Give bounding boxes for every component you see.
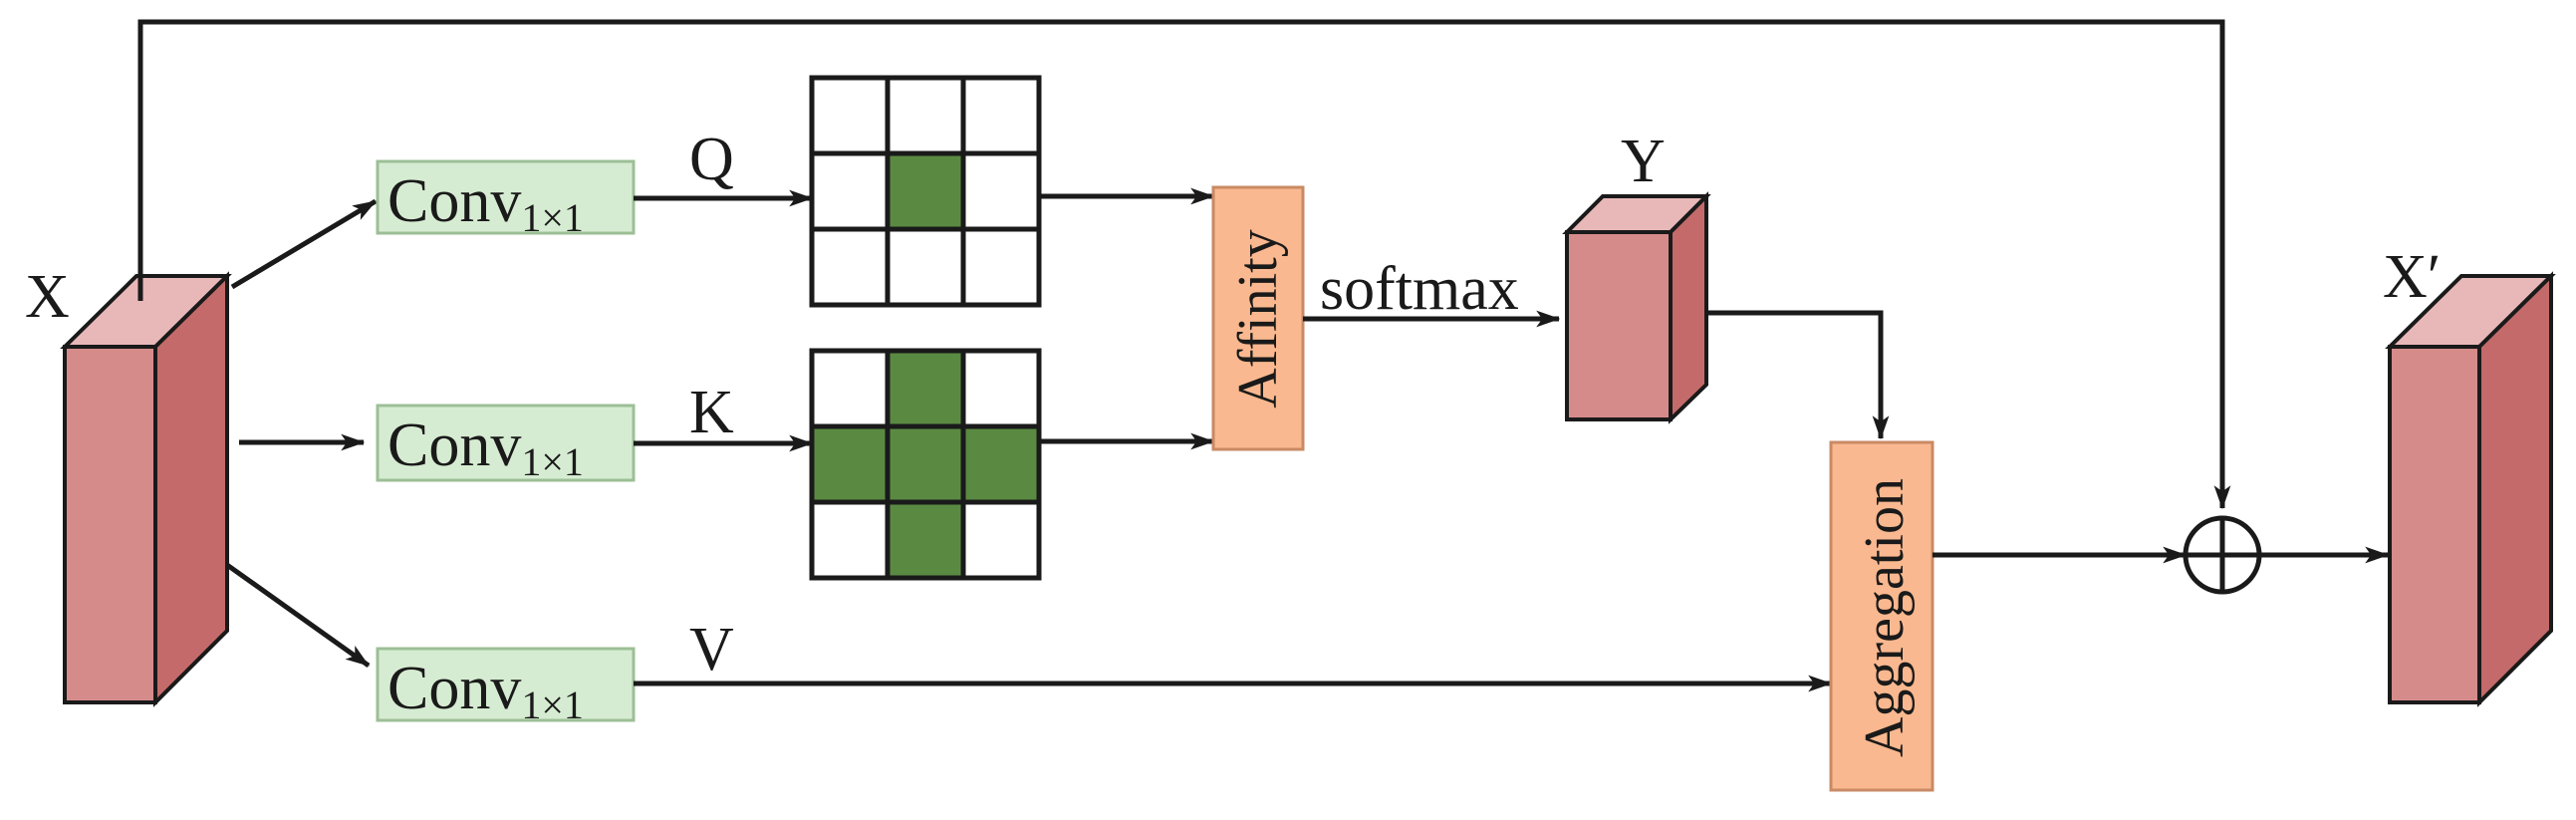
query-grid <box>809 75 1042 308</box>
arrow-y-to-aggregation <box>1706 310 1890 440</box>
query-grid-cell-0-1 <box>885 75 966 156</box>
key-grid-cell-1-1 <box>885 423 966 505</box>
query-grid-cell-1-0 <box>809 150 891 232</box>
label-softmax: softmax <box>1320 255 1519 323</box>
query-grid-cell-2-1 <box>885 226 966 308</box>
svg-text:Conv1×1: Conv1×1 <box>387 411 584 484</box>
element-wise-sum-icon <box>2183 515 2262 595</box>
arrow-x-to-conv-v <box>225 562 371 669</box>
skip-connection <box>137 19 2231 510</box>
key-grid <box>809 348 1042 581</box>
output-label-x-prime: X′ <box>2383 243 2441 311</box>
key-grid-cell-0-0 <box>809 348 891 429</box>
key-grid-cell-1-0 <box>809 423 891 505</box>
output-tensor-x-prime <box>2385 271 2556 707</box>
svg-text:Aggregation: Aggregation <box>1854 478 1916 757</box>
svg-text:Conv1×1: Conv1×1 <box>387 167 584 240</box>
query-grid-cell-1-1 <box>885 150 966 232</box>
query-grid-cell-0-0 <box>809 75 891 156</box>
label-k: K <box>689 379 734 446</box>
key-grid-cell-0-1 <box>885 348 966 429</box>
label-y: Y <box>1621 128 1666 195</box>
svg-text:Affinity: Affinity <box>1227 229 1289 408</box>
key-grid-cell-1-2 <box>960 423 1042 505</box>
input-tensor-x <box>60 271 232 707</box>
affinity-box: Affinity <box>1211 185 1305 451</box>
conv-q-box: Conv1×1 <box>376 159 636 240</box>
query-grid-cell-2-0 <box>809 226 891 308</box>
tensor-x-side <box>153 271 229 707</box>
key-grid-cell-2-1 <box>885 499 966 581</box>
key-grid-cell-2-0 <box>809 499 891 581</box>
label-v: V <box>689 616 734 683</box>
query-grid-cell-2-2 <box>960 226 1042 308</box>
query-grid-cell-0-2 <box>960 75 1042 156</box>
conv-k-box: Conv1×1 <box>376 404 636 484</box>
query-grid-cell-1-2 <box>960 150 1042 232</box>
tensor-x-front <box>63 345 157 704</box>
tensor-y <box>1562 191 1711 424</box>
key-grid-cell-0-2 <box>960 348 1042 429</box>
arrow-x-to-conv-q <box>230 198 378 290</box>
key-grid-cell-2-2 <box>960 499 1042 581</box>
conv-v-box: Conv1×1 <box>376 647 636 727</box>
svg-text:Conv1×1: Conv1×1 <box>387 655 584 727</box>
input-label-x: X <box>25 263 70 331</box>
label-q: Q <box>689 126 734 193</box>
aggregation-box: Aggregation <box>1829 440 1934 792</box>
